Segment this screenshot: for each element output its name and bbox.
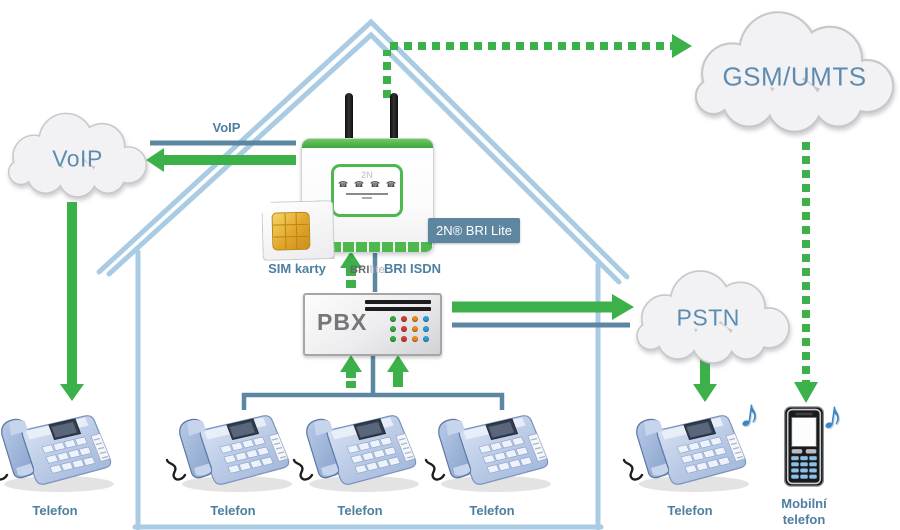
desk-phone: Telefon <box>290 396 430 518</box>
desk-phone: Telefon <box>163 396 303 518</box>
antenna-icon <box>390 93 398 143</box>
phone-label: Telefon <box>337 503 383 518</box>
brand-lite: lite <box>369 264 386 276</box>
mobile-label-line2: telefon <box>782 512 826 528</box>
product-badge: 2N® BRI Lite <box>428 218 520 243</box>
pstn-cloud-label: PSTN <box>676 304 740 330</box>
pbx-port-leds <box>390 316 429 346</box>
green-call-arrows <box>60 34 818 403</box>
phone-label: Telefon <box>210 503 256 518</box>
voip-link-label: VoIP <box>212 120 241 135</box>
panel-microtext-bar <box>346 193 388 195</box>
gateway-brand: BRIlite <box>302 264 433 276</box>
mobile-phone-label: Mobilní telefon <box>758 496 850 529</box>
pbx-to-pstn-arrow <box>452 294 634 320</box>
brand-bri: BRI <box>349 264 370 276</box>
bri-isdn-label: BRI ISDN <box>384 261 442 276</box>
voip-cloud-label: VoIP <box>52 145 103 172</box>
gateway-logo: 2N <box>361 170 373 180</box>
voip-to-phone-arrow <box>60 202 84 401</box>
gateway-bottom-trim <box>302 242 433 252</box>
desk-phone-icon <box>163 396 303 496</box>
pbx-box: PBX <box>303 293 442 356</box>
phone-status-icon: ☎ <box>338 180 349 189</box>
phone-status-icon: ☎ <box>370 180 380 189</box>
desk-phone: Telefon <box>422 396 562 518</box>
mobile-label-line1: Mobilní <box>781 496 827 511</box>
voip-cloud: VoIP <box>5 103 150 208</box>
desk-phone: Telefon <box>620 396 760 518</box>
sim-cards-label: SIM karty <box>268 261 326 276</box>
desk-phone-icon <box>0 396 125 496</box>
gateway-top-trim <box>302 139 433 148</box>
phone-label: Telefon <box>667 503 713 518</box>
chip-line <box>296 213 298 249</box>
mobile-phone: Mobilní telefon <box>770 406 838 529</box>
sim-card-icon <box>261 200 335 261</box>
gateway-front-panel: 2N ☎ ☎ ☎ ☎ <box>331 164 403 217</box>
chip-line <box>273 236 309 238</box>
chip-line <box>273 224 309 226</box>
phone-label: Telefon <box>32 503 78 518</box>
gsm-to-mobile-dashed-arrow <box>794 142 818 403</box>
pbx-vent-stripes <box>365 300 431 314</box>
phone-status-icon: ☎ <box>385 180 396 189</box>
phone-bus-line <box>241 352 505 410</box>
channel-status-icons: ☎ ☎ ☎ ☎ <box>334 181 400 189</box>
desk-phone-icon <box>422 396 562 496</box>
pstn-cloud: PSTN <box>633 260 793 375</box>
voip-out-arrow <box>146 148 296 172</box>
pbx-label: PBX <box>317 309 368 335</box>
gsm-umts-cloud: GSM/UMTS <box>687 5 900 140</box>
sim-chip <box>272 212 311 251</box>
desk-phone-icon <box>290 396 430 496</box>
phones-to-pbx-arrow-right <box>387 355 409 387</box>
phones-to-pbx-arrow-left <box>340 355 362 388</box>
chip-line <box>285 213 287 249</box>
antenna-icon <box>345 93 353 143</box>
desk-phone: Telefon <box>0 396 125 518</box>
phone-label: Telefon <box>469 503 515 518</box>
blue-connection-lines <box>150 140 630 410</box>
pbx-to-device-arrow <box>340 251 362 288</box>
panel-microtext-bar <box>362 197 372 199</box>
phone-status-icon: ☎ <box>354 180 364 189</box>
mobile-phone-icon <box>782 406 826 487</box>
gsm-uplink-dashed-arrow <box>383 34 692 98</box>
desk-phone-icon <box>620 396 760 496</box>
gsm-umts-cloud-label: GSM/UMTS <box>722 61 867 92</box>
